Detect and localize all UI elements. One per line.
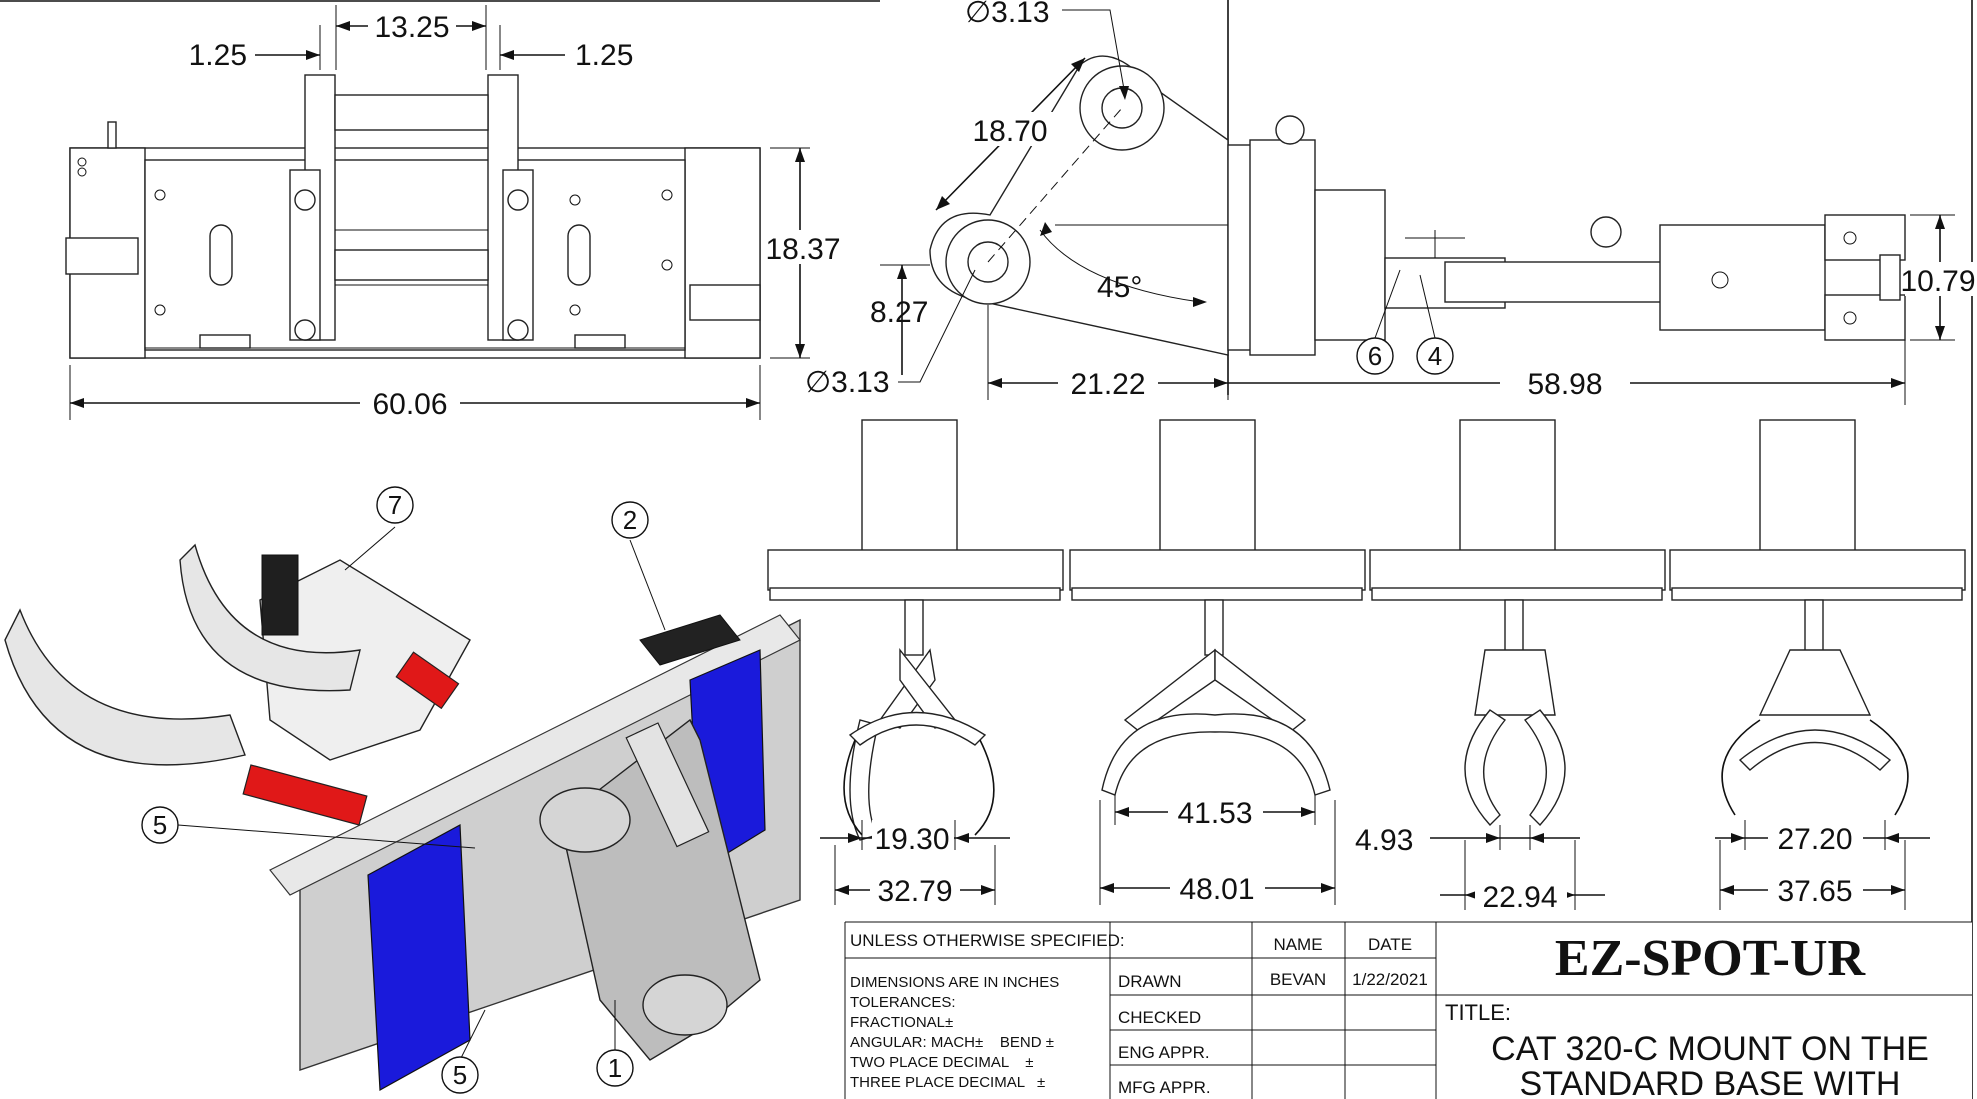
- balloon-5-upper-label: 5: [153, 810, 167, 840]
- balloon-7-label: 7: [388, 490, 402, 520]
- dim-pin-dia-top: ∅3.13: [965, 0, 1050, 29]
- balloon-6: [1356, 337, 1394, 375]
- dim-grapple-1-outer: 32.79: [877, 875, 952, 908]
- dim-pin-spacing: 13.25: [374, 11, 449, 44]
- dim-grapple-2-outer: 48.01: [1179, 873, 1254, 906]
- col-name-header: NAME: [1273, 935, 1322, 954]
- dim-grapple-3-inner: 4.93: [1355, 824, 1413, 857]
- row-checked-label: CHECKED: [1118, 1008, 1201, 1027]
- dim-pin-height: 8.27: [870, 296, 928, 329]
- row-drawn-date: 1/22/2021: [1352, 970, 1428, 989]
- grapple-views: [767, 419, 1966, 841]
- title-block: UNLESS OTHERWISE SPECIFIED: NAME DATE DI…: [844, 921, 1972, 1099]
- dim-pin-center-distance: 18.70: [972, 115, 1047, 148]
- two-place-tolerance: TWO PLACE DECIMAL ±: [850, 1054, 1034, 1071]
- balloon-6-label: 6: [1368, 341, 1382, 371]
- side-view: [929, 55, 1906, 356]
- grapple-view-2: [1069, 419, 1366, 796]
- dim-left-offset: 1.25: [189, 39, 247, 72]
- dim-grapple-3-outer: 22.94: [1482, 881, 1557, 914]
- balloon-5-lower: [441, 1056, 479, 1094]
- top-view: [65, 74, 761, 359]
- dim-overall-length: 58.98: [1527, 368, 1602, 401]
- title-line-1: CAT 320-C MOUNT ON THE: [1491, 1030, 1929, 1068]
- dim-grapple-1-inner: 19.30: [874, 823, 949, 856]
- dim-width: 60.06: [372, 388, 447, 421]
- company-name: EZ-SPOT-UR: [1555, 930, 1867, 987]
- balloon-2: [611, 501, 649, 539]
- grapple-view-4: [1669, 419, 1966, 816]
- dim-height: 18.37: [765, 233, 840, 266]
- dim-grapple-height: 10.79: [1900, 265, 1975, 298]
- dims-in-inches: DIMENSIONS ARE IN INCHES: [850, 974, 1059, 991]
- col-date-header: DATE: [1368, 935, 1412, 954]
- dim-angle: 45°: [1097, 271, 1142, 304]
- three-place-tolerance: THREE PLACE DECIMAL ±: [850, 1074, 1045, 1091]
- side-view-dimensions: ∅3.13 18.70 8.27 45° ∅3.13 21.22 58.98: [805, 0, 1976, 405]
- balloon-5-lower-label: 5: [453, 1060, 467, 1090]
- angular-tolerance: ANGULAR: MACH± BEND ±: [850, 1034, 1054, 1051]
- row-mfg-appr-label: MFG APPR.: [1118, 1078, 1211, 1097]
- balloon-5-upper: [141, 806, 179, 844]
- dim-grapple-4-outer: 37.65: [1777, 875, 1852, 908]
- balloon-4: [1416, 337, 1454, 375]
- balloon-1-label: 1: [608, 1053, 622, 1083]
- dim-grapple-4-inner: 27.20: [1777, 823, 1852, 856]
- row-drawn-name: BEVAN: [1270, 970, 1326, 989]
- tolerances-label: TOLERANCES:: [850, 994, 956, 1011]
- balloon-2-label: 2: [623, 505, 637, 535]
- title-line-2: STANDARD BASE WITH: [1520, 1065, 1901, 1099]
- dim-right-offset: 1.25: [575, 39, 633, 72]
- top-view-dimensions: 13.25 1.25 1.25 18.37 60.06: [69, 5, 844, 421]
- title-label: TITLE:: [1445, 1000, 1511, 1025]
- balloon-4-label: 4: [1428, 341, 1442, 371]
- grapple-dimensions: 19.30 32.79 41.53 48.01 4.93 22.9: [820, 794, 1930, 914]
- balloon-7: [376, 486, 414, 524]
- isometric-view: [4, 543, 801, 1091]
- dim-grapple-2-inner: 41.53: [1177, 797, 1252, 830]
- row-eng-appr-label: ENG APPR.: [1118, 1043, 1210, 1062]
- dim-pin-to-mount: 21.22: [1070, 368, 1145, 401]
- balloon-1: [596, 1049, 634, 1087]
- fractional-tolerance: FRACTIONAL±: [850, 1014, 953, 1031]
- bracket-profile: [929, 55, 1229, 356]
- row-drawn-label: DRAWN: [1118, 972, 1182, 991]
- grapple-view-3: [1369, 419, 1666, 827]
- unless-specified-label: UNLESS OTHERWISE SPECIFIED:: [850, 931, 1125, 950]
- balloons: 7 2 5 5 1 6 4: [141, 269, 1454, 1094]
- dim-pin-dia-bottom: ∅3.13: [805, 366, 890, 399]
- grapple-view-1: [767, 419, 1064, 841]
